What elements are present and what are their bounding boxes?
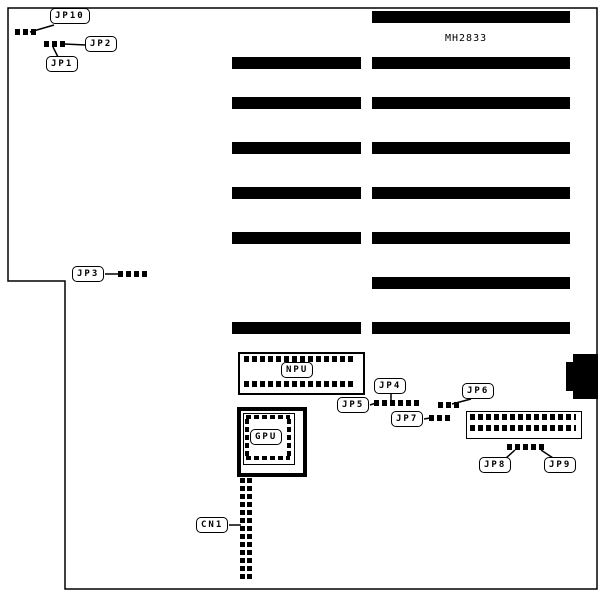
isa-slot-segment — [232, 97, 361, 109]
keyboard-connector — [573, 354, 598, 399]
callout-jp3: JP3 — [72, 266, 105, 282]
pin-header-row-top — [470, 414, 576, 420]
isa-slot-segment — [372, 322, 570, 334]
callout-jp9: JP9 — [544, 457, 577, 473]
callout-jp2: JP2 — [85, 36, 118, 52]
board-outline — [7, 7, 598, 590]
jp3-jumper-block — [118, 271, 147, 277]
isa-slot-segment — [232, 187, 361, 199]
isa-slot-segment — [372, 97, 570, 109]
gpu-label: GPU — [250, 429, 283, 445]
isa-slot-segment — [372, 277, 570, 289]
gpu-pin-row-bottom — [246, 456, 290, 460]
callout-jp1: JP1 — [46, 56, 79, 72]
isa-slot-segment — [232, 322, 361, 334]
callout-tail-jp2 — [63, 43, 87, 46]
callout-jp6: JP6 — [462, 383, 495, 399]
isa-slot-segment — [232, 142, 361, 154]
cn1-pin-column-left — [240, 478, 245, 580]
jp7-jumper-block — [429, 415, 450, 421]
callout-jp10: JP10 — [50, 8, 90, 24]
jp10-jumper-block — [15, 29, 36, 35]
isa-slot-segment — [372, 142, 570, 154]
callout-cn1: CN1 — [196, 517, 229, 533]
cn1-pin-column-right — [247, 478, 252, 580]
npu-pin-row-bottom — [244, 381, 356, 387]
gpu-pin-col-right — [287, 419, 291, 457]
isa-slot-segment — [372, 232, 570, 244]
model-label: MH2833 — [445, 33, 488, 44]
isa-slot-segment — [232, 232, 361, 244]
callout-jp5: JP5 — [337, 397, 370, 413]
keyboard-connector-step — [566, 362, 573, 391]
callout-jp4: JP4 — [374, 378, 407, 394]
jp6-jumper-block — [438, 402, 459, 408]
callout-jp8: JP8 — [479, 457, 512, 473]
jp8-jp9-jumper-block — [507, 444, 544, 450]
isa-slot-segment — [372, 11, 570, 23]
isa-slot-segment — [372, 57, 570, 69]
jp4-jp5-jumper-block — [374, 400, 419, 406]
jp1-jp2-jumper-block — [44, 41, 65, 47]
gpu-pin-row-top — [246, 415, 290, 419]
callout-jp7: JP7 — [391, 411, 424, 427]
isa-slot-segment — [372, 187, 570, 199]
isa-slot-segment — [232, 57, 361, 69]
pin-header-row-bottom — [470, 425, 576, 431]
gpu-pin-col-left — [245, 419, 249, 457]
npu-label: NPU — [281, 362, 314, 378]
